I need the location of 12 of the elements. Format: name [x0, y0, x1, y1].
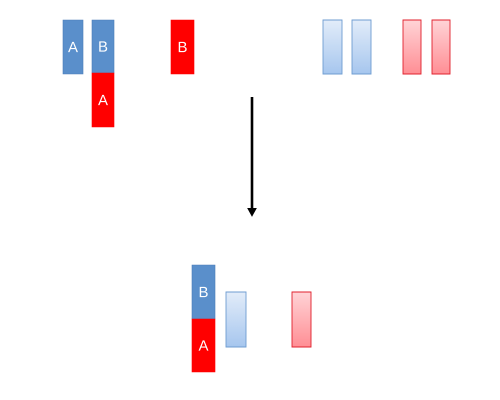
letter-block: A	[92, 72, 114, 128]
bar	[432, 20, 450, 74]
bar	[402, 20, 422, 74]
bar	[292, 292, 312, 348]
letter-block: B	[192, 264, 216, 320]
letter-block: A	[62, 20, 84, 74]
letter-block: B	[170, 20, 194, 74]
bar	[352, 20, 372, 74]
letter-block: A	[192, 318, 216, 372]
bar	[322, 20, 342, 74]
bar	[226, 292, 246, 348]
letter-block: B	[92, 20, 114, 74]
